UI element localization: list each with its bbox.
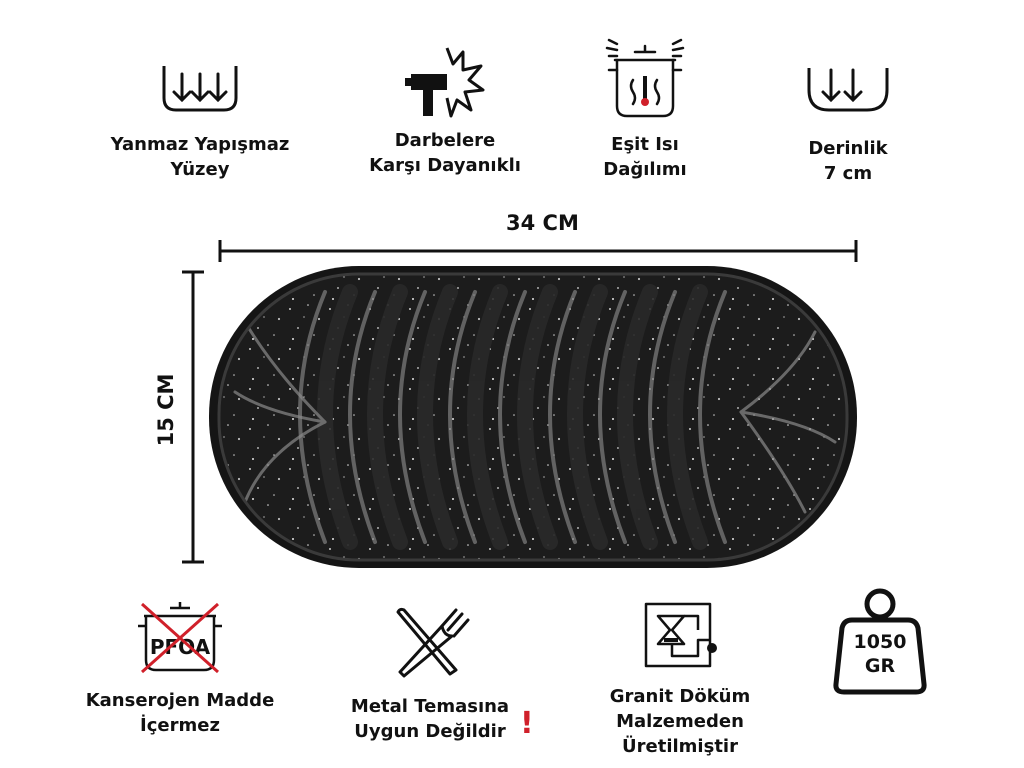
- feature-label-line: Yanmaz Yapışmaz: [110, 134, 290, 155]
- feature-label-line: Derinlik: [808, 138, 888, 159]
- non-stick-surface-icon: [162, 66, 238, 112]
- feature-label-line: Eşit Isı: [611, 134, 679, 155]
- feature-label-line: 7 cm: [823, 163, 873, 184]
- feature-label-line: Dağılımı: [603, 159, 687, 180]
- feature-granite-casting: Granit Döküm Malzemeden Üretilmiştir: [570, 600, 790, 759]
- no-metal-utensils-icon: [396, 607, 470, 678]
- width-dimension-label: 34 CM: [506, 211, 579, 235]
- feature-label-line: Karşı Dayanıklı: [369, 155, 521, 176]
- feature-label-line: İçermez: [140, 715, 220, 736]
- weight-value: 1050: [853, 631, 907, 653]
- feature-label-line: Kanserojen Madde: [85, 690, 275, 711]
- feature-depth: Derinlik 7 cm: [738, 64, 958, 186]
- feature-pfoa-free: PFOA Kanserojen Madde İçermez: [70, 598, 290, 738]
- feature-impact-resistant: Darbelere Karşı Dayanıklı: [335, 44, 555, 178]
- height-dimension-line: [182, 270, 204, 564]
- weight-unit: GR: [864, 655, 896, 677]
- feature-label-line: Darbelere: [394, 130, 496, 151]
- weight-badge: 1050 GR: [832, 586, 928, 696]
- height-dimension-label: 15 CM: [154, 373, 178, 447]
- feature-label-line: Granit Döküm: [609, 686, 751, 707]
- feature-label-line: Yüzey: [170, 159, 230, 180]
- feature-label-line: Metal Temasına: [350, 696, 510, 717]
- width-dimension-line: [218, 240, 858, 262]
- weight-icon: [833, 588, 927, 695]
- feature-even-heat: Eşit Isı Dağılımı: [535, 36, 755, 182]
- granite-casting-icon: [644, 602, 717, 668]
- feature-label-line: Malzemeden: [616, 711, 744, 732]
- feature-label-line: Uygun Değildir: [354, 721, 506, 742]
- depth-icon: [807, 68, 889, 112]
- warning-mark: !: [520, 706, 534, 741]
- feature-no-metal: Metal Temasına Uygun Değildir: [320, 606, 540, 744]
- feature-label-line: Üretilmiştir: [622, 736, 738, 757]
- loaf-pan-image: [209, 266, 857, 568]
- even-heat-pot-icon: [605, 38, 685, 118]
- feature-non-stick: Yanmaz Yapışmaz Yüzey: [90, 58, 310, 182]
- pfoa-free-icon: PFOA: [138, 602, 222, 674]
- impact-resistant-hammer-icon: [405, 47, 485, 118]
